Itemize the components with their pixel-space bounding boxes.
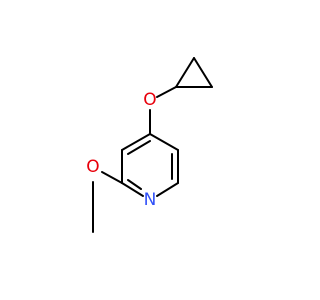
bond-n-c2 bbox=[121, 182, 144, 197]
bond-c2-o bbox=[101, 171, 123, 184]
bond-cyclopropyl-top bbox=[193, 57, 213, 88]
bond-o-cyclopropyl bbox=[156, 86, 177, 98]
bond-c4-c5 bbox=[149, 133, 179, 151]
molecule-structure: O N O bbox=[86, 57, 213, 233]
atom-oxygen-methoxy: O bbox=[86, 157, 99, 177]
atom-nitrogen: N bbox=[144, 190, 157, 210]
pyridine-ring bbox=[121, 133, 179, 197]
bond-c3-c4 bbox=[121, 133, 151, 151]
bond-c6-n bbox=[156, 182, 179, 197]
bond-c3-c4-inner bbox=[127, 140, 151, 155]
atom-oxygen-ether: O bbox=[143, 90, 156, 110]
bond-n-c2-inner bbox=[127, 179, 142, 190]
cyclopropyl-ring bbox=[175, 57, 213, 88]
bond-cyclopropyl-left bbox=[175, 57, 195, 88]
